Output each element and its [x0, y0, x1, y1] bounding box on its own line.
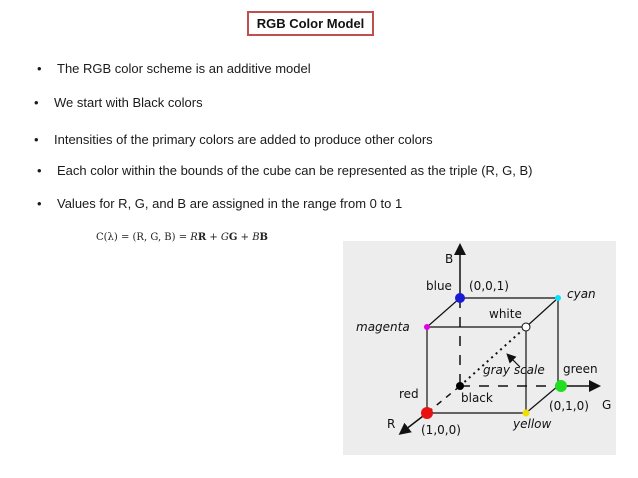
axis-b-label: B [445, 252, 453, 266]
axis-g-label: G [602, 398, 611, 412]
bullet-item: • Values for R, G, and B are assigned in … [37, 196, 402, 212]
bullet-icon: • [37, 163, 42, 178]
cube-edge [525, 385, 559, 414]
bullet-icon: • [34, 132, 39, 147]
formula-r-vector: R [197, 232, 207, 243]
gray-scale-diagonal [459, 326, 527, 387]
bullet-text: The RGB color scheme is an additive mode… [57, 61, 311, 76]
gray-scale-label: gray scale [483, 363, 545, 377]
red-vertex [421, 407, 433, 419]
color-formula: C(λ) = (R, G, B) = RR + GG + BB [96, 232, 268, 243]
white-vertex [521, 322, 531, 332]
cyan-vertex [555, 295, 561, 301]
black-label: black [461, 391, 493, 405]
black-vertex [456, 382, 464, 390]
bullet-item: • The RGB color scheme is an additive mod… [37, 61, 311, 77]
axis-r-label: R [387, 417, 395, 431]
formula-r: R [190, 232, 198, 243]
bullet-item: • Each color within the bounds of the cub… [37, 163, 533, 179]
cyan-label: cyan [567, 287, 596, 301]
red-coord-label: (1,0,0) [421, 423, 461, 437]
slide-title-text: RGB Color Model [256, 16, 365, 31]
green-vertex [555, 380, 567, 392]
bullet-icon: • [34, 95, 39, 110]
white-label: white [489, 307, 522, 321]
blue-coord-label: (0,0,1) [469, 279, 509, 293]
bullet-icon: • [37, 61, 42, 76]
cube-edge [525, 297, 559, 328]
formula-lhs: C(λ) = (R, G, B) = [96, 232, 191, 243]
formula-b: B [252, 232, 260, 243]
gray-scale-pointer [506, 353, 521, 368]
green-coord-label: (0,1,0) [549, 399, 589, 413]
yellow-label: yellow [512, 417, 551, 431]
bullet-item: • Intensities of the primary colors are a… [34, 132, 433, 148]
formula-g-vector: G [228, 232, 238, 243]
blue-label: blue [426, 279, 452, 293]
formula-g: G [220, 232, 229, 243]
yellow-vertex [522, 409, 530, 417]
red-label: red [399, 387, 419, 401]
formula-b-vector: B [259, 232, 268, 243]
bullet-text: We start with Black colors [54, 95, 203, 110]
cube-edge [426, 297, 461, 328]
magenta-vertex [424, 324, 430, 330]
rgb-cube-diagram: B G R blue (0,0,1) cyan magenta white gr… [343, 241, 616, 455]
blue-vertex [455, 293, 465, 303]
bullet-text: Values for R, G, and B are assigned in t… [57, 196, 403, 211]
bullet-text: Each color within the bounds of the cube… [57, 163, 533, 178]
bullet-text: Intensities of the primary colors are ad… [54, 132, 433, 147]
rgb-cube-svg: B G R blue (0,0,1) cyan magenta white gr… [356, 243, 611, 437]
bullet-icon: • [37, 196, 42, 211]
cube-hidden-edge [426, 385, 461, 414]
bullet-item: • We start with Black colors [34, 95, 203, 111]
magenta-label: magenta [356, 320, 410, 334]
green-label: green [563, 362, 598, 376]
slide-title: RGB Color Model [247, 11, 374, 36]
